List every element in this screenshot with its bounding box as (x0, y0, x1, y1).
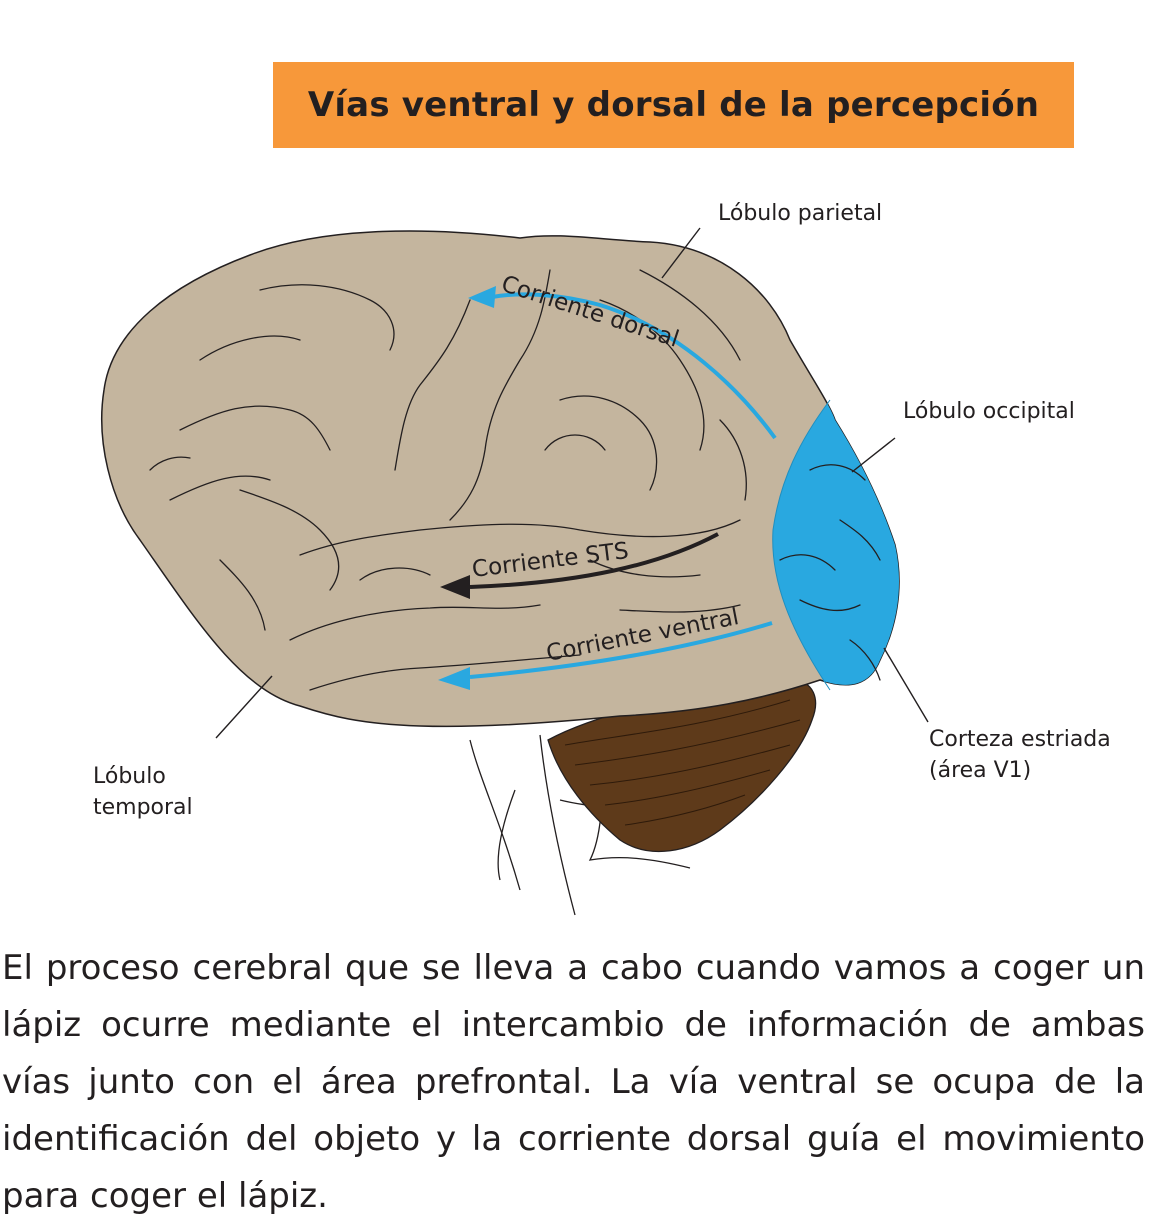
label-temporal-lobe: Lóbulo temporal (93, 761, 193, 823)
label-parietal-lobe: Lóbulo parietal (718, 198, 882, 229)
explanatory-paragraph: El proceso cerebral que se lleva a cabo … (2, 940, 1145, 1225)
label-occipital-lobe: Lóbulo occipital (903, 396, 1075, 427)
label-striate-line1: Corteza estriada (929, 724, 1111, 755)
label-temporal-line2: temporal (93, 792, 193, 823)
label-striate-cortex: Corteza estriada (área V1) (929, 724, 1111, 786)
label-temporal-line1: Lóbulo (93, 761, 193, 792)
label-striate-line2: (área V1) (929, 755, 1111, 786)
